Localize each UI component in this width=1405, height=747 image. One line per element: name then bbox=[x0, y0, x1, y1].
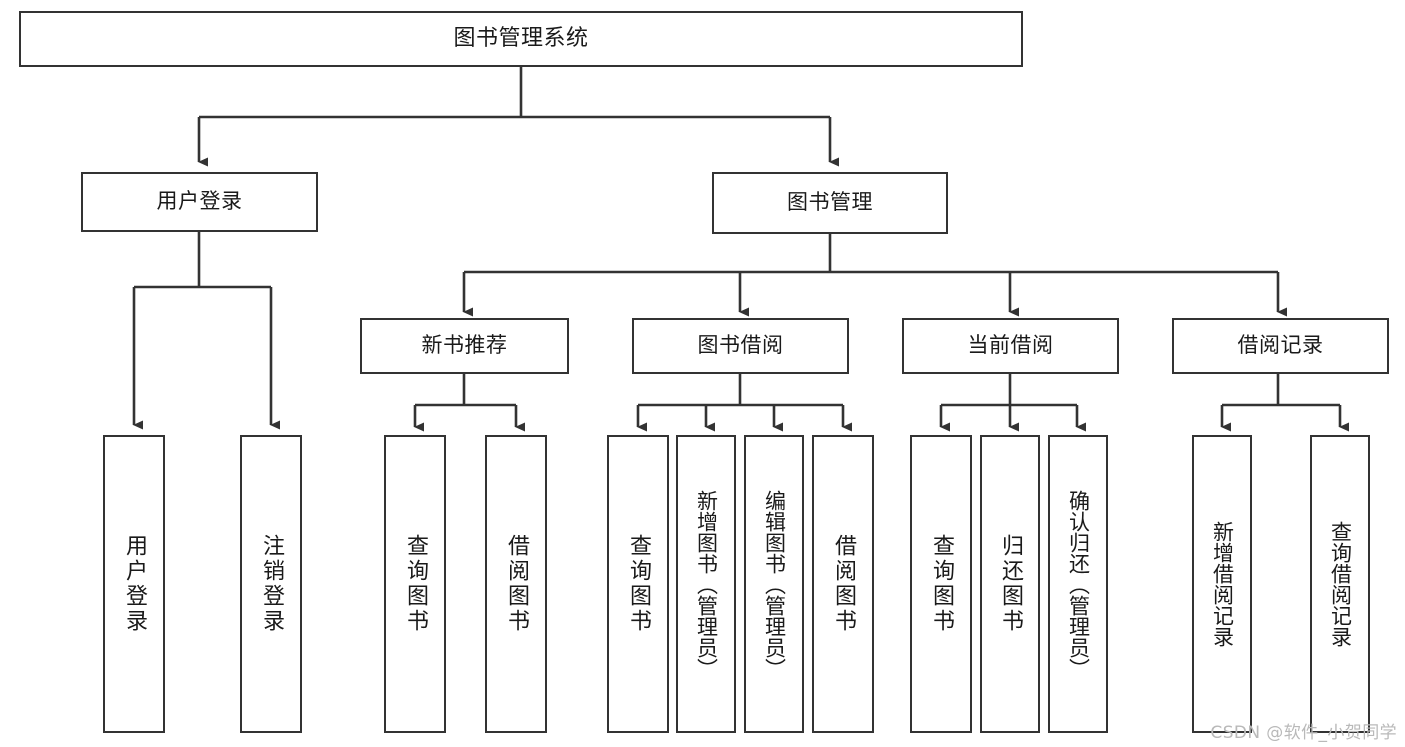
node-book-management[interactable]: 图书管理 bbox=[712, 172, 948, 234]
node-label: 用户登录 bbox=[122, 534, 147, 634]
node-new-book-recommend[interactable]: 新书推荐 bbox=[360, 318, 569, 374]
leaf-new-book-borrow-book[interactable]: 借阅图书 bbox=[485, 435, 547, 733]
node-label: 归还图书 bbox=[998, 534, 1023, 634]
leaf-current-borrow-return-book[interactable]: 归还图书 bbox=[980, 435, 1040, 733]
node-book-borrow[interactable]: 图书借阅 bbox=[632, 318, 849, 374]
node-label: 查询图书 bbox=[403, 534, 428, 634]
leaf-book-borrow-add-book-admin[interactable]: 新增图书（管理员） bbox=[676, 435, 736, 733]
node-label: 当前借阅 bbox=[967, 333, 1054, 358]
leaf-user-login-login[interactable]: 用户登录 bbox=[103, 435, 165, 733]
node-label: 查询图书 bbox=[626, 534, 651, 634]
node-label: 新增借阅记录 bbox=[1210, 521, 1235, 647]
node-label: 图书管理系统 bbox=[453, 26, 589, 52]
node-label: 确认归还（管理员） bbox=[1066, 489, 1091, 679]
leaf-current-borrow-confirm-return-admin[interactable]: 确认归还（管理员） bbox=[1048, 435, 1108, 733]
node-label: 查询图书 bbox=[929, 534, 954, 634]
node-label: 编辑图书（管理员） bbox=[762, 489, 787, 679]
node-label: 借阅记录 bbox=[1237, 333, 1324, 358]
node-current-borrow[interactable]: 当前借阅 bbox=[902, 318, 1119, 374]
leaf-current-borrow-query-book[interactable]: 查询图书 bbox=[910, 435, 972, 733]
node-label: 借阅图书 bbox=[504, 534, 529, 634]
leaf-book-borrow-edit-book-admin[interactable]: 编辑图书（管理员） bbox=[744, 435, 804, 733]
node-label: 用户登录 bbox=[156, 189, 243, 214]
node-user-login[interactable]: 用户登录 bbox=[81, 172, 318, 232]
node-label: 新增图书（管理员） bbox=[694, 489, 719, 679]
leaf-borrow-record-query-record[interactable]: 查询借阅记录 bbox=[1310, 435, 1370, 733]
node-root-book-management-system[interactable]: 图书管理系统 bbox=[19, 11, 1023, 67]
leaf-user-login-logout[interactable]: 注销登录 bbox=[240, 435, 302, 733]
node-label: 图书管理 bbox=[787, 190, 873, 215]
leaf-new-book-query-book[interactable]: 查询图书 bbox=[384, 435, 446, 733]
node-label: 查询借阅记录 bbox=[1328, 521, 1353, 647]
node-label: 新书推荐 bbox=[421, 333, 508, 358]
node-label: 注销登录 bbox=[259, 534, 284, 634]
leaf-borrow-record-add-record[interactable]: 新增借阅记录 bbox=[1192, 435, 1252, 733]
node-label: 图书借阅 bbox=[697, 333, 784, 358]
node-borrow-record[interactable]: 借阅记录 bbox=[1172, 318, 1389, 374]
node-label: 借阅图书 bbox=[831, 534, 856, 634]
watermark-csdn: CSDN @软件_小贺同学 bbox=[1210, 723, 1397, 743]
leaf-book-borrow-query-book[interactable]: 查询图书 bbox=[607, 435, 669, 733]
leaf-book-borrow-borrow-book[interactable]: 借阅图书 bbox=[812, 435, 874, 733]
